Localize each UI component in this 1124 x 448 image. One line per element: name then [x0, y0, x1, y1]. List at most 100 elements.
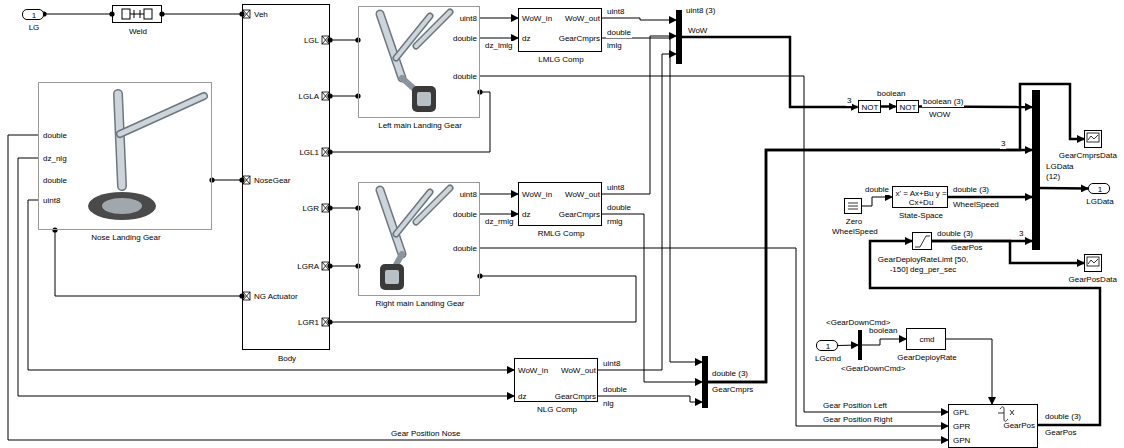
signal-line: [948, 196, 1032, 199]
block-label: GearPos: [1003, 421, 1035, 431]
logic-block: NOT: [896, 100, 919, 113]
scope-screen: [1087, 133, 1099, 142]
physical-connection: [330, 208, 358, 209]
block-label: dz: [522, 210, 530, 220]
block-label: LGL1: [299, 148, 319, 158]
block-label: uint8: [43, 196, 60, 206]
block-label: LGData: [1086, 197, 1114, 207]
brace: [416, 12, 450, 46]
signal-line: [946, 339, 992, 404]
signal-annotation: 3: [846, 96, 852, 106]
signal-annotation: double: [602, 385, 628, 395]
hub: [417, 92, 431, 106]
signal-label: Gear Position Right: [822, 415, 893, 425]
function-icon: [998, 407, 1014, 422]
inport-block: 1LG: [22, 9, 44, 20]
strut: [118, 94, 122, 186]
landing-gear-block: uint8doubledoubleLeft main Landing Gear: [358, 6, 480, 118]
mux-bar: uint8 (3)WoW: [676, 10, 682, 64]
block-label: GPL: [953, 408, 969, 418]
rate-limit-icon: [915, 236, 930, 247]
signal-line: [870, 241, 1100, 425]
brace: [416, 12, 450, 46]
constant-block: Zero WheelSpeed: [844, 198, 862, 214]
block-label: GPN: [953, 436, 970, 446]
block-label: GearCmprsData: [1059, 151, 1117, 161]
logic-block: NOT: [858, 100, 881, 113]
block-label: 1: [1098, 185, 1102, 195]
signal-annotation: double (3): [1044, 412, 1082, 422]
signal-annotation: boolean (3): [922, 97, 964, 107]
compute-block: WoW_indzWoW_outGearCmprsRMLG Comp: [518, 182, 602, 226]
weld-joint: [134, 10, 135, 18]
block-label: dz: [518, 392, 526, 402]
landing-gear-block: doubledz_nlgdoubleuint8Nose Landing Gear: [38, 82, 212, 230]
block-label: GPR: [953, 422, 970, 432]
signal-line: [480, 248, 948, 426]
block-label: GearCmprs: [712, 385, 753, 395]
block-label: double (3): [712, 369, 748, 379]
nose-gear-picture: [88, 94, 204, 220]
block-label: NG Actuator: [254, 292, 298, 302]
block-label: LGR1: [298, 318, 319, 328]
block-label: Right main Landing Gear: [376, 299, 465, 309]
signal-label: nlg: [602, 399, 615, 409]
port-cross: [243, 10, 329, 326]
physical-connection: [330, 276, 636, 322]
block-label: LG: [29, 23, 40, 33]
signal-line: [1040, 187, 1088, 190]
block-label: LGR: [303, 204, 319, 214]
signal-line: [602, 38, 702, 362]
signal-label: dz_rmlg: [484, 217, 514, 227]
block-label: WoW: [688, 26, 707, 36]
signal-label: Gear Position Nose: [390, 429, 461, 439]
signal-annotation: 3: [1018, 229, 1024, 239]
block-label: double: [453, 210, 477, 220]
block-label: LGLA: [299, 92, 319, 102]
signal-line: [862, 339, 906, 345]
function-block: GPL GPR GPN GearPos: [948, 404, 1038, 448]
hub: [102, 198, 142, 214]
block-label: NOT: [862, 103, 879, 113]
scope-block: GearPosData: [1084, 254, 1102, 272]
scope-block: GearCmprsData: [1084, 130, 1102, 148]
block-label: Left main Landing Gear: [378, 121, 462, 131]
block-label: Weld: [129, 27, 147, 37]
block-label: NLG Comp: [537, 405, 577, 415]
wheel: [380, 264, 404, 290]
physical-connection: [212, 180, 242, 181]
main-gear-picture: [380, 12, 450, 112]
signal-line: [602, 214, 702, 382]
strut: [380, 14, 402, 78]
subsystem-block: cmdGearDeployRate: [906, 328, 946, 350]
strut: [380, 190, 402, 254]
block-label: dz: [522, 34, 530, 44]
main-gear-picture: [380, 188, 450, 290]
block-label: GearDeployRate: [897, 353, 957, 363]
signal-label: <GearDownCmd>: [840, 364, 906, 374]
inport-block: 1LGcmd: [816, 340, 838, 351]
signal-label: Gear Position Left: [822, 401, 888, 411]
signal-line: [480, 76, 948, 412]
block-label: double: [453, 34, 477, 44]
block-label: WoW_out: [561, 366, 596, 376]
strut: [380, 14, 402, 78]
block-label: 1: [32, 11, 36, 21]
block-label: WoW_in: [522, 14, 552, 24]
physical-connection: [330, 92, 490, 152]
block-label: double: [43, 131, 67, 141]
block-label: double: [453, 244, 477, 254]
block-label: GearPosData: [1069, 275, 1117, 285]
constant-icon: [848, 203, 858, 209]
signal-annotation: uint8: [606, 7, 625, 17]
signal-label: WheelSpeed: [952, 200, 1000, 210]
block-label: LGcmd: [815, 354, 841, 364]
signal-annotation: double (3): [952, 185, 990, 195]
signal-line: [602, 36, 676, 194]
physical-connection: [55, 230, 242, 296]
signal-annotation: double (3): [936, 229, 974, 239]
signal-line: [708, 84, 1084, 382]
block-label: WoW_out: [565, 14, 600, 24]
block-label: WoW_in: [522, 190, 552, 200]
signal-annotation: 3: [1000, 139, 1006, 149]
